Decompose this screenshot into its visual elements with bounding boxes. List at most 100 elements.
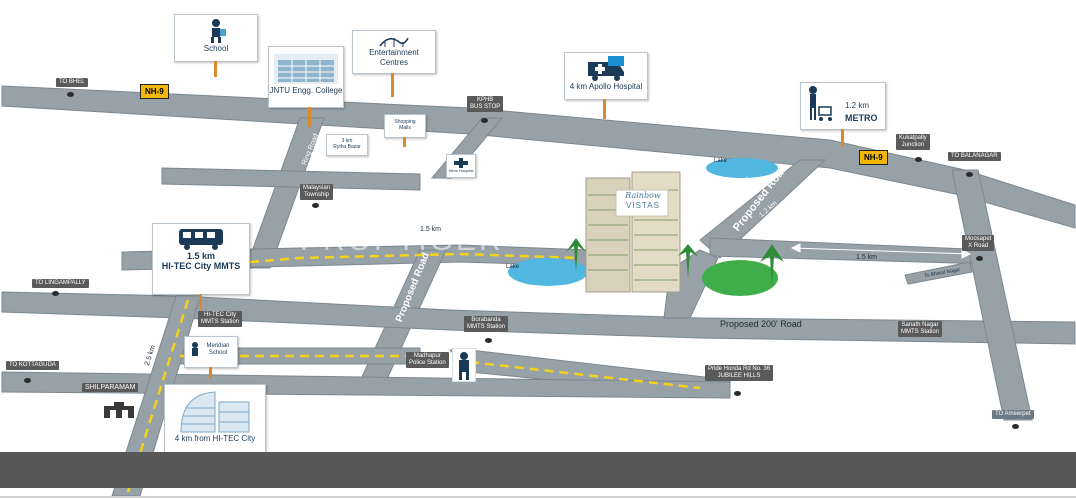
hitec-mmts-stake xyxy=(199,294,202,310)
palm-mid xyxy=(678,244,698,278)
rythu-bazar-label: 3 km Rythu Bazar xyxy=(333,138,361,150)
lake-top-label: Lake xyxy=(714,158,728,164)
tower-logo-plate xyxy=(615,189,669,217)
roads-group xyxy=(1,85,1076,497)
bottom-divider xyxy=(0,496,1076,498)
rythu-bazar-sign: 3 km Rythu Bazar xyxy=(326,134,368,156)
apollo-stake xyxy=(603,99,606,119)
distance-arrows xyxy=(790,243,972,259)
kukatpally-pin xyxy=(915,157,922,162)
arrow-moosapet xyxy=(791,247,971,255)
school-label: School xyxy=(203,44,229,53)
hitec-city-label: 4 km from HI-TEC City xyxy=(174,434,256,443)
school-stake xyxy=(214,61,217,77)
lake-left-label: Lake xyxy=(506,264,520,270)
road-ring xyxy=(245,117,325,269)
shilparamam-gate-icon xyxy=(104,402,134,418)
road-right-middle xyxy=(709,237,991,265)
nh9-badge-left: NH-9 xyxy=(140,84,169,99)
jntu-stake xyxy=(308,107,311,127)
to-bhel-pin xyxy=(67,92,74,97)
dist-1-5-left: 1.5 km xyxy=(420,226,442,233)
road-bharat-nagar xyxy=(904,261,973,285)
nh9-badge-right: NH-9 xyxy=(859,150,888,165)
entertainment-label: Entertainment Centres xyxy=(369,48,419,67)
meridian-label: Meridian School xyxy=(206,343,230,356)
pride-honda-tag: Pride Honda Rd No. 36 JUBILEE HILLS xyxy=(705,365,774,381)
balanagar-pin xyxy=(966,172,973,177)
balanagar-tag: TO BALANAGAR xyxy=(948,152,1001,161)
lake-left xyxy=(508,258,588,286)
kottaguda-tag: TO KOTTAGUDA xyxy=(6,361,59,370)
sanath-nagar-tag: Sanath Nagar MMTS Station xyxy=(898,321,943,337)
meridian-stake xyxy=(209,367,212,379)
entertainment-sign: Entertainment Centres xyxy=(352,30,436,74)
college-building-icon xyxy=(274,54,338,84)
jntu-sign: JNTU Engg. College xyxy=(268,46,344,108)
lingampally-pin xyxy=(52,291,59,296)
malaysian-tag: Malaysian Township xyxy=(300,184,334,200)
shopping-cart-person-icon xyxy=(809,86,832,121)
kphb-pin xyxy=(481,118,488,123)
borabanda-tag: Borabanda MMTS Station xyxy=(464,316,509,332)
hitec-mmts-label: HI-TEC City MMTS xyxy=(161,261,241,271)
grass-patch xyxy=(702,260,778,296)
school-sign: School xyxy=(174,14,258,62)
metro-distance: 1.2 km xyxy=(845,101,870,110)
shopping-malls-stake xyxy=(403,137,406,147)
road-right-vertical xyxy=(951,169,1033,421)
shilparamam-tag: SHILPARAMAM xyxy=(82,383,139,392)
project-logo: Rainbow VISTAS xyxy=(618,191,668,215)
lane-100ft xyxy=(249,252,581,264)
kphb-tag: KPHB BUS STOP xyxy=(467,96,504,112)
shopping-malls-sign: Shopping Malls xyxy=(384,114,426,138)
meridian-sign: Meridian School xyxy=(184,336,238,368)
metro-label: METRO xyxy=(845,113,878,123)
lakes-group xyxy=(508,158,778,296)
bottom-bar xyxy=(0,452,1076,488)
kukatpally-tag: Kukatpally Junction xyxy=(896,134,930,150)
student-icon xyxy=(211,19,226,43)
entertainment-stake xyxy=(391,73,394,97)
ambulance-icon xyxy=(588,56,624,81)
jntu-label: JNTU Engg. College xyxy=(269,86,343,95)
moosapet-pin xyxy=(976,256,983,261)
student-small-icon xyxy=(192,342,198,356)
road-nh9 xyxy=(1,85,1076,229)
train-icon xyxy=(179,229,223,250)
metro-stake xyxy=(841,129,844,147)
hitec-city-sign: 4 km from HI-TEC City xyxy=(164,384,266,460)
project-script: Rainbow xyxy=(625,191,661,200)
hospital-cross-icon xyxy=(454,158,468,168)
nims-sign: Nims Hospital xyxy=(446,154,476,178)
shopping-malls-label: Shopping Malls xyxy=(394,119,416,131)
palm-right xyxy=(760,244,784,288)
proposed-200-label: Proposed 200' Road xyxy=(720,319,802,329)
road-malaysian-cross xyxy=(161,167,421,191)
lake-top xyxy=(706,158,778,178)
arrow-head-left xyxy=(790,243,801,253)
nims-label: Nims Hospital xyxy=(448,168,474,173)
police-icon xyxy=(452,348,476,382)
malaysian-pin xyxy=(312,203,319,208)
coaster-icon xyxy=(379,37,409,47)
hitec-mmts-station-tag: HI-TEC City MMTS Station xyxy=(198,311,243,327)
kottaguda-pin xyxy=(24,378,31,383)
pride-honda-pin xyxy=(734,391,741,396)
madhapur-tag: Madhapur Police Station xyxy=(406,352,449,368)
hitec-mmts-distance: 1.5 km xyxy=(186,251,216,261)
borabanda-pin xyxy=(485,338,492,343)
lingampally-tag: TO LINGAMPALLY xyxy=(32,279,89,288)
ameerpet-tag: TO Ameerpet xyxy=(992,410,1034,419)
apollo-sign: 4 km Apollo Hospital xyxy=(564,52,648,100)
watermark: PROPTIGER xyxy=(300,224,504,257)
hitec-building-icon xyxy=(180,391,250,433)
hitec-mmts-sign: 1.5 km HI-TEC City MMTS xyxy=(152,223,250,295)
wide-road-100-left: 100' Wide Road xyxy=(452,238,502,245)
moosapet-tag: Moosapet X Road xyxy=(962,235,995,251)
ameerpet-pin xyxy=(1012,424,1019,429)
lane-jubilee xyxy=(469,360,701,390)
road-proposed-200 xyxy=(1,291,1076,345)
